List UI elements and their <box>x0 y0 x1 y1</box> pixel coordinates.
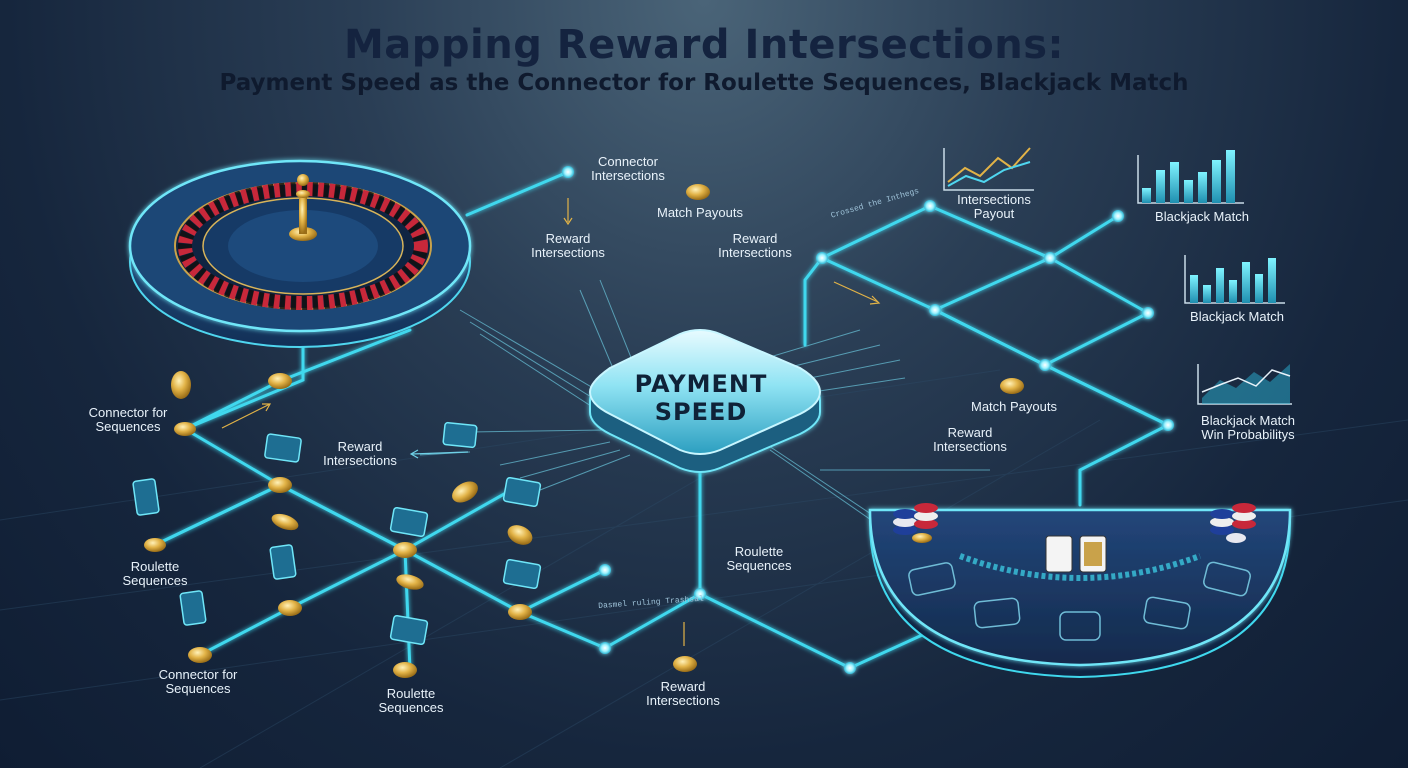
node <box>1039 359 1051 371</box>
gold-coins <box>144 184 1024 678</box>
label-match-payouts-right: Match Payouts <box>971 399 1057 414</box>
label-blackjack-match-2: Blackjack Match <box>1190 309 1284 324</box>
node <box>816 252 828 264</box>
area-chart-icon <box>1197 364 1292 405</box>
line-chart-icon <box>943 147 1034 191</box>
left-arrow-icon <box>409 449 469 459</box>
page-subtitle: Payment Speed as the Connector for Roule… <box>219 70 1189 96</box>
hub-label: PAYMENT SPEED <box>598 370 804 426</box>
node <box>694 588 706 600</box>
bar-chart-icon <box>1137 150 1244 204</box>
node <box>1112 210 1124 222</box>
arrow-icons <box>221 198 881 646</box>
node <box>924 200 936 212</box>
node <box>599 564 611 576</box>
blackjack-table-illustration <box>868 503 1292 679</box>
node <box>844 662 856 674</box>
node <box>1142 307 1154 319</box>
payment-cards <box>132 421 542 646</box>
payment-speed-hub <box>588 329 822 473</box>
bar-chart-icon <box>1184 255 1285 304</box>
hub-label-line1: PAYMENT <box>634 370 768 398</box>
label-blackjack-match-1: Blackjack Match <box>1155 209 1249 224</box>
label-match-payouts-top: Match Payouts <box>657 205 743 220</box>
page-title: Mapping Reward Intersections: <box>343 22 1065 68</box>
roulette-wheel-illustration <box>128 159 472 348</box>
node <box>929 304 941 316</box>
node <box>1044 252 1056 264</box>
node <box>599 642 611 654</box>
chip-stack-right <box>1210 503 1256 543</box>
node <box>1162 419 1174 431</box>
network-nodes <box>562 166 1174 674</box>
chip-stack-left <box>893 503 938 543</box>
node <box>562 166 574 178</box>
hub-label-line2: SPEED <box>654 398 748 426</box>
